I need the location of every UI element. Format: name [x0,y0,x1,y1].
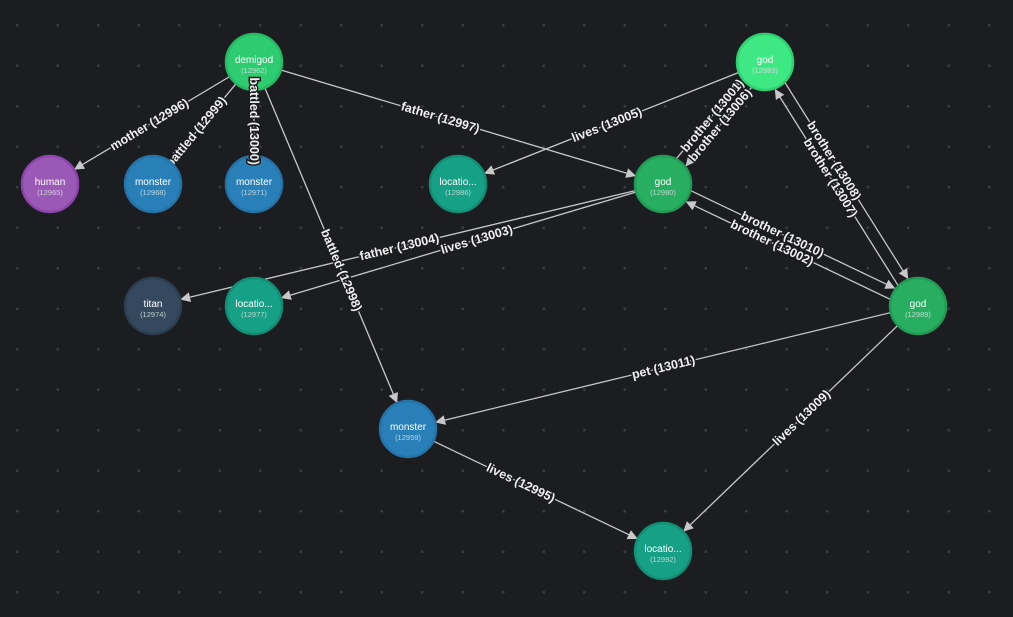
node-label: god [757,55,774,66]
edge-13009[interactable] [683,324,899,532]
node-id: (12962) [241,66,267,75]
edge-13006[interactable] [685,86,753,167]
node-id: (12986) [445,188,471,197]
edge-13005[interactable] [484,71,740,175]
node-label: locatio... [235,299,272,310]
node-label: monster [236,177,273,188]
node-id: (12965) [37,188,63,197]
node-circle[interactable] [123,276,183,336]
node-label: monster [135,177,172,188]
node-label: locatio... [439,177,476,188]
edge-labels-layer: mother (12996)battled (12999)father (129… [106,75,865,507]
node-12986[interactable]: locatio...(12986) [428,154,488,214]
node-12977[interactable]: locatio...(12977) [224,276,284,336]
edge-label-13005: lives (13005) [570,105,644,145]
node-12980[interactable]: god(12980) [633,154,693,214]
edge-13011[interactable] [435,311,891,425]
node-label: locatio... [644,544,681,555]
node-label: monster [390,422,427,433]
edge-label-13003: lives (13003) [439,222,514,257]
node-12971[interactable]: monster(12971) [224,154,284,214]
edge-label-13011: pet (13011) [630,353,696,382]
edge-12998[interactable] [264,87,398,404]
node-label: demigod [235,55,273,66]
edge-label-13004: father (13004) [358,231,440,264]
edge-label-12995: lives (12995) [484,461,557,506]
edge-label-12997: father (12997) [399,99,481,136]
edge-label-12998: battled (12998) [318,227,365,313]
node-id: (12977) [241,310,267,319]
node-label: god [910,299,927,310]
node-circle[interactable] [735,32,795,92]
node-circle[interactable] [428,154,488,214]
edge-12997[interactable] [280,69,637,178]
edge-12999[interactable] [170,83,237,163]
node-12989[interactable]: god(12989) [888,276,948,336]
node-id: (12989) [905,310,931,319]
node-circle[interactable] [224,276,284,336]
edges-layer [74,69,909,540]
node-circle[interactable] [633,521,693,581]
node-id: (12992) [650,555,676,564]
node-12965[interactable]: human(12965) [20,154,80,214]
node-12974[interactable]: titan(12974) [123,276,183,336]
node-id: (12980) [650,188,676,197]
node-label: human [35,177,66,188]
node-circle[interactable] [888,276,948,336]
node-12962[interactable]: demigod(12962) [224,32,284,92]
edge-12996[interactable] [74,75,231,170]
node-12968[interactable]: monster(12968) [123,154,183,214]
edge-13008[interactable] [784,82,909,280]
node-label: god [655,177,672,188]
node-circle[interactable] [224,154,284,214]
node-label: titan [144,299,163,310]
node-id: (12959) [395,433,421,442]
edge-13010[interactable] [690,190,896,289]
edge-13003[interactable] [280,191,637,300]
node-id: (12968) [140,188,166,197]
node-12983[interactable]: god(12983) [735,32,795,92]
node-circle[interactable] [633,154,693,214]
node-id: (12983) [752,66,778,75]
edge-12995[interactable] [432,440,638,540]
node-12959[interactable]: monster(12959) [378,399,438,459]
edge-13002[interactable] [685,201,891,300]
edge-13007[interactable] [774,88,899,286]
node-circle[interactable] [224,32,284,92]
node-id: (12971) [241,188,267,197]
nodes-layer: demigod(12962)god(12983)human(12965)mons… [20,32,948,581]
edge-label-13000: battled (13000) [247,77,261,165]
node-circle[interactable] [123,154,183,214]
node-id: (12974) [140,310,166,319]
node-12992[interactable]: locatio...(12992) [633,521,693,581]
node-circle[interactable] [20,154,80,214]
edge-13001[interactable] [675,79,743,160]
node-circle[interactable] [378,399,438,459]
edge-label-13009: lives (13009) [770,387,833,449]
